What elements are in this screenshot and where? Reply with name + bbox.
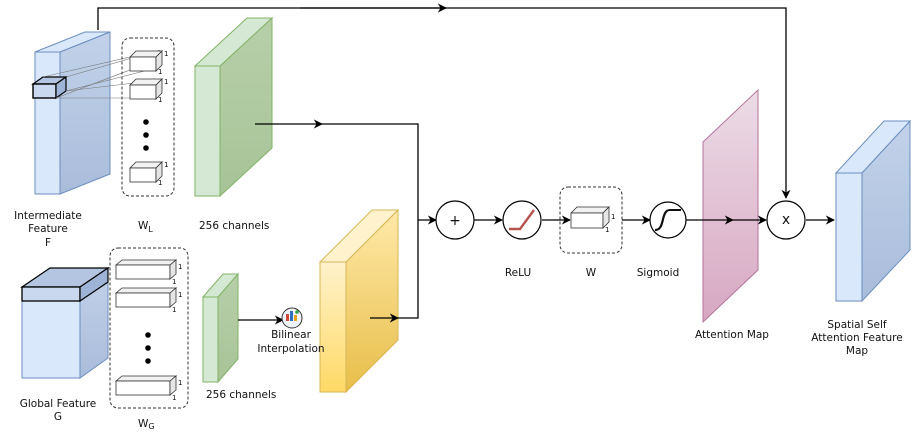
global-feature-label-1: Global Feature [20, 398, 97, 410]
intermediate-feature-label-1: Intermediate [14, 210, 82, 222]
wl-label: WL [138, 220, 153, 234]
svg-text:1: 1 [605, 226, 609, 234]
green-block-bottom [201, 272, 240, 384]
w-kernel-group: 1 1 [559, 186, 623, 254]
spatial-attention-block [834, 119, 912, 303]
bilinear-interpolation-icon [281, 307, 303, 329]
svg-text:1: 1 [158, 96, 162, 104]
svg-text:1: 1 [611, 213, 615, 221]
wg-label: WG [138, 418, 155, 431]
channels-bottom-label: 256 channels [206, 389, 276, 401]
wg-kernel-2 [114, 287, 178, 308]
svg-text:1: 1 [172, 278, 176, 286]
relu-activation-icon [502, 200, 542, 240]
wl-kernel-1 [129, 50, 163, 72]
ellipsis-dot [143, 119, 149, 125]
svg-text:1: 1 [164, 78, 168, 86]
svg-text:1: 1 [178, 263, 182, 271]
attention-map-block [702, 88, 759, 324]
intermediate-feature-block [31, 31, 111, 195]
wl-kernel-2 [129, 78, 163, 100]
upsampled-to-add-arrow [398, 220, 419, 319]
svg-text:1: 1 [164, 161, 168, 169]
svg-text:1: 1 [164, 50, 168, 58]
local-to-add-arrow [322, 123, 437, 225]
intermediate-feature-label-2: Feature [28, 223, 68, 235]
bilinear-label-1: Bilinear [271, 329, 312, 341]
intermediate-feature-label-3: F [45, 237, 51, 249]
svg-text:1: 1 [178, 291, 182, 299]
wl-kernel-group: 1 1 1 1 1 1 [121, 37, 175, 197]
add-operator: + [435, 200, 475, 240]
sigmoid-label: Sigmoid [637, 267, 679, 279]
multiply-operator: x [766, 200, 806, 240]
svg-text:+: + [449, 213, 461, 229]
svg-text:1: 1 [172, 394, 176, 402]
bilinear-label-2: Interpolation [257, 343, 324, 355]
relu-label: ReLU [505, 267, 531, 279]
channels-top-label: 256 channels [199, 220, 269, 232]
spatial-attention-label-2: Attention Feature [811, 332, 902, 344]
attention-map-label: Attention Map [695, 329, 769, 341]
spatial-attention-label-1: Spatial Self [827, 319, 887, 331]
spatial-attention-label-3: Map [846, 345, 868, 357]
w-label: W [586, 267, 597, 279]
svg-text:1: 1 [178, 379, 182, 387]
global-feature-block [20, 266, 110, 379]
green-block-top [193, 16, 274, 198]
ellipsis-dot [145, 358, 151, 364]
yellow-block [318, 208, 400, 394]
wg-kernel-3 [114, 375, 178, 396]
svg-text:1: 1 [158, 179, 162, 187]
ellipsis-dot [143, 132, 149, 138]
sigmoid-curve-icon [649, 201, 687, 239]
wl-kernel-3 [129, 161, 163, 183]
wg-kernel-1 [114, 259, 178, 280]
svg-text:1: 1 [158, 68, 162, 76]
wg-kernel-group: 1 1 1 1 1 1 [109, 247, 189, 409]
svg-text:x: x [782, 212, 790, 228]
ellipsis-dot [143, 145, 149, 151]
global-feature-label-2: G [54, 411, 62, 423]
ellipsis-dot [145, 332, 151, 338]
ellipsis-dot [145, 345, 151, 351]
svg-text:1: 1 [172, 306, 176, 314]
